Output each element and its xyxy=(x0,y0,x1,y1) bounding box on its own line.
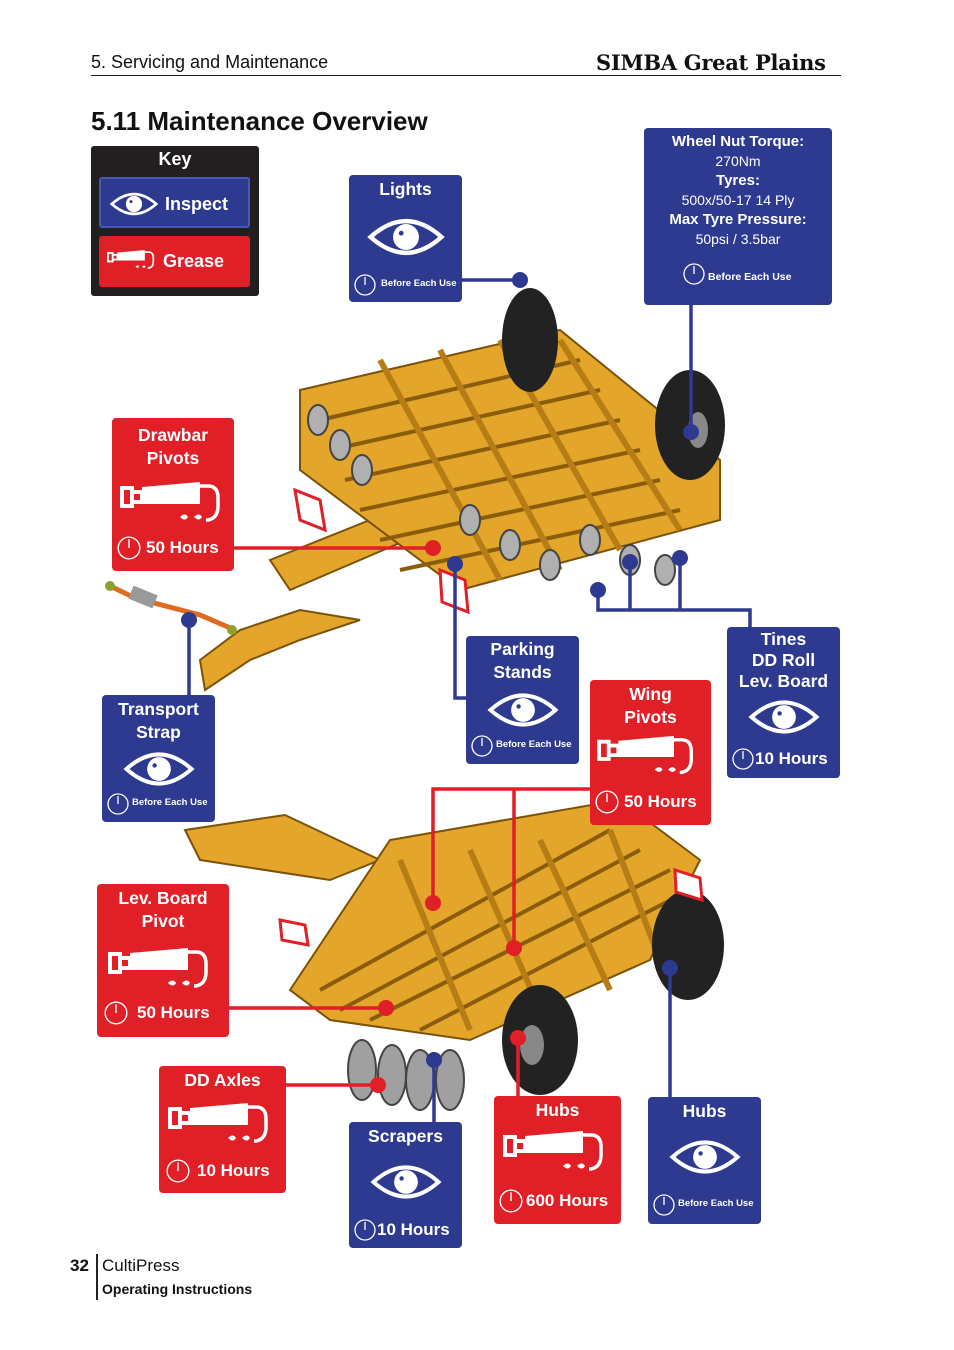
key-grease-label: Grease xyxy=(163,251,225,271)
hubs-inspect-label: Hubs xyxy=(682,1101,727,1121)
timer-icon xyxy=(353,1218,377,1242)
parking-line xyxy=(453,564,466,700)
key-grease: Grease xyxy=(99,236,250,287)
footer-subtitle: Operating Instructions xyxy=(102,1281,253,1297)
timer-icon xyxy=(116,535,142,561)
lights-label: Lights xyxy=(379,179,432,199)
eye-icon xyxy=(745,695,823,739)
eye-icon xyxy=(666,1135,744,1179)
levboard-interval: 50 Hours xyxy=(137,1003,210,1022)
timer-icon xyxy=(498,1188,524,1214)
timer-icon xyxy=(731,747,755,771)
eye-icon xyxy=(109,189,159,219)
parking-label-1: Parking xyxy=(490,639,555,659)
point-markers xyxy=(181,272,699,1093)
grease-gun-icon xyxy=(107,946,219,996)
ddaxles-label: DD Axles xyxy=(184,1070,261,1090)
grease-gun-icon xyxy=(120,480,230,530)
eye-icon xyxy=(484,688,562,732)
eye-icon xyxy=(367,213,445,261)
tines-label-2: DD Roll xyxy=(751,650,816,670)
spec-value-tyres: 500x/50-17 14 Ply xyxy=(681,191,795,208)
lower-machine xyxy=(183,798,724,1111)
spec-value-pressure: 50psi / 3.5bar xyxy=(695,230,781,247)
transport-strap-illustration xyxy=(105,581,237,635)
drawbar-pivots-callout: Drawbar Pivots 50 Hours xyxy=(112,418,234,571)
legend-key: Key Inspect Grease xyxy=(91,146,259,296)
tines-label-1: Tines xyxy=(760,629,807,649)
drawbar-label-1: Drawbar xyxy=(137,425,209,445)
key-title: Key xyxy=(158,149,192,169)
wing-label-2: Pivots xyxy=(624,707,677,727)
scrapers-interval: 10 Hours xyxy=(377,1220,450,1239)
drawbar-interval: 50 Hours xyxy=(146,538,219,557)
scrapers-label: Scrapers xyxy=(368,1126,443,1146)
transport-interval: Before Each Use xyxy=(132,797,208,808)
hubs-inspect-interval: Before Each Use xyxy=(678,1198,754,1209)
eye-icon xyxy=(367,1160,445,1204)
hubs-grease-label: Hubs xyxy=(535,1100,580,1120)
timer-icon xyxy=(103,1000,129,1026)
levboard-label-1: Lev. Board xyxy=(118,888,208,908)
footer-product: CultiPress xyxy=(102,1256,180,1275)
grease-gun-icon xyxy=(107,248,159,274)
levboard-pivot-callout: Lev. Board Pivot 50 Hours xyxy=(97,884,229,1037)
levboard-label-2: Pivot xyxy=(141,911,185,931)
timer-icon xyxy=(165,1158,191,1184)
lights-interval: Before Each Use xyxy=(381,278,457,289)
tines-ddroll-levboard-callout: Tines DD Roll Lev. Board 10 Hours xyxy=(727,627,840,778)
tines-interval: 10 Hours xyxy=(755,749,828,768)
transport-label-1: Transport xyxy=(118,699,199,719)
timer-icon xyxy=(353,273,377,297)
timer-icon xyxy=(594,789,620,815)
key-inspect: Inspect xyxy=(99,177,250,228)
footer-divider xyxy=(96,1254,98,1300)
hubs-inspect-callout: Hubs Before Each Use xyxy=(648,1097,761,1224)
section-heading: 5. Servicing and Maintenance xyxy=(91,52,329,72)
transport-strap-callout: Transport Strap Before Each Use xyxy=(102,695,215,822)
key-inspect-label: Inspect xyxy=(165,194,229,214)
timer-icon xyxy=(682,262,706,286)
spec-interval: Before Each Use xyxy=(708,271,792,283)
spec-value-torque: 270Nm xyxy=(715,152,761,169)
wing-label-1: Wing xyxy=(629,684,672,704)
grease-gun-icon xyxy=(502,1129,614,1179)
wing-pivots-callout: Wing Pivots 50 Hours xyxy=(590,680,711,825)
header-rule xyxy=(91,75,841,76)
ddaxles-interval: 10 Hours xyxy=(197,1161,270,1180)
parking-label-2: Stands xyxy=(493,662,552,682)
spec-label-torque: Wheel Nut Torque: xyxy=(671,133,805,150)
hubs-grease-interval: 600 Hours xyxy=(526,1191,609,1210)
hubs-grease-callout: Hubs 600 Hours xyxy=(494,1096,621,1224)
upper-machine xyxy=(198,288,725,692)
eye-icon xyxy=(120,747,198,791)
tyre-spec-callout: Wheel Nut Torque: 270Nm Tyres: 500x/50-1… xyxy=(644,128,832,305)
transport-label-2: Strap xyxy=(136,722,181,742)
spec-label-pressure: Max Tyre Pressure: xyxy=(669,211,807,228)
wing-interval: 50 Hours xyxy=(624,792,697,811)
tines-label-3: Lev. Board xyxy=(738,671,829,691)
grease-gun-icon xyxy=(167,1101,279,1151)
dd-axles-callout: DD Axles 10 Hours xyxy=(159,1066,286,1193)
spec-label-tyres: Tyres: xyxy=(716,172,760,189)
brand-logo: SIMBA Great Plains xyxy=(596,50,826,75)
page-title: 5.11 Maintenance Overview xyxy=(91,106,428,136)
parking-interval: Before Each Use xyxy=(496,739,572,750)
parking-stands-callout: Parking Stands Before Each Use xyxy=(466,636,579,764)
scrapers-callout: Scrapers 10 Hours xyxy=(349,1122,462,1248)
lights-callout: Lights Before Each Use xyxy=(349,175,462,302)
page-number: 32 xyxy=(70,1256,89,1275)
timer-icon xyxy=(652,1193,676,1217)
timer-icon xyxy=(470,734,494,758)
drawbar-label-2: Pivots xyxy=(146,448,200,468)
grease-gun-icon xyxy=(596,734,704,782)
wing-line xyxy=(431,787,590,948)
timer-icon xyxy=(106,792,130,816)
